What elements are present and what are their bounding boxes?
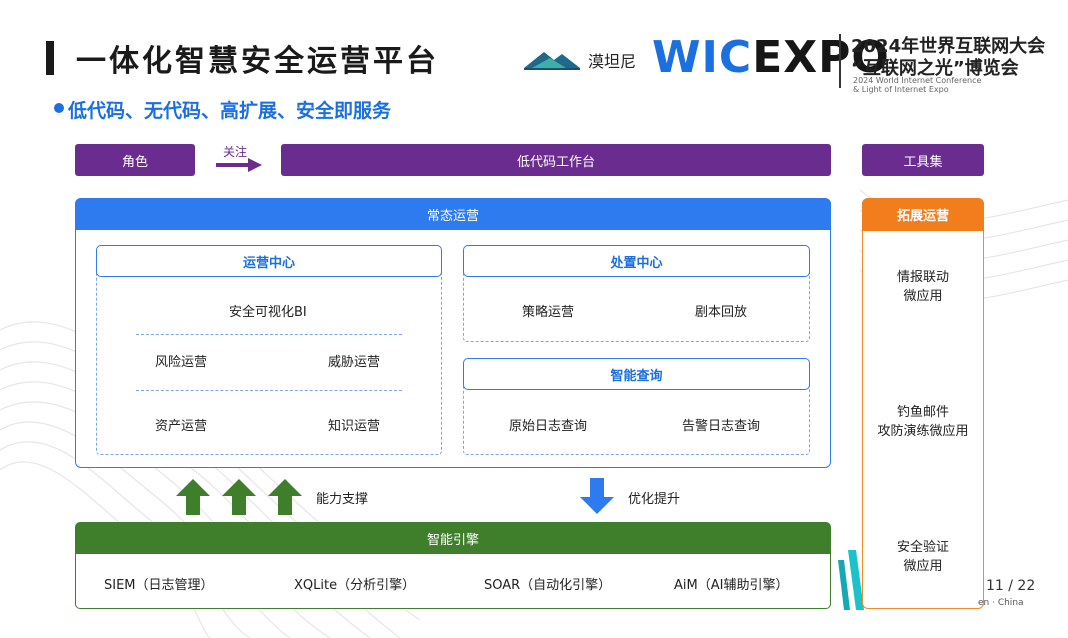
phishing-drill-item: 钓鱼邮件 攻防演练微应用 [862, 403, 984, 441]
ops-center-box [96, 262, 442, 455]
extended-ops-header: 拓展运营 [862, 198, 984, 231]
engine-item-siem: SIEM（日志管理） [104, 578, 214, 593]
routine-ops-header: 常态运营 [75, 198, 831, 230]
playbook-replay-label: 剧本回放 [695, 305, 748, 320]
arrow-up-icon [176, 479, 210, 515]
header-divider [839, 34, 841, 88]
page-number: 11 / 22 [986, 578, 1036, 594]
engine-item-xqlite: XQLite（分析引擎） [294, 578, 416, 593]
role-bar: 角色 [75, 144, 195, 176]
follow-label: 关注 [223, 145, 248, 159]
conference-name-cn: 2024年世界互联网大会 [851, 36, 1046, 57]
dashed-divider [136, 390, 402, 391]
security-bi-label: 安全可视化BI [229, 305, 307, 320]
expo-logo-part: EXPO [752, 32, 890, 83]
smart-query-header: 智能查询 [463, 358, 810, 390]
expo-name-cn: “互联网之光”博览会 [851, 58, 1019, 79]
disposal-center-header: 处置中心 [463, 245, 810, 277]
capability-support-label: 能力支撑 [316, 492, 369, 507]
threat-ops-label: 威胁运营 [328, 355, 381, 370]
phishing-drill-line2: 攻防演练微应用 [877, 424, 969, 439]
intel-linkage-line1: 情报联动 [896, 270, 949, 285]
strategy-ops-label: 策略运营 [522, 305, 575, 320]
smart-engine-header: 智能引擎 [75, 522, 831, 554]
title-accent-bar [46, 41, 54, 75]
asset-ops-label: 资产运营 [155, 419, 208, 434]
page-title: 一体化智慧安全运营平台 [76, 44, 439, 79]
extended-ops-panel [862, 198, 984, 609]
expo-name-en: & Light of Internet Expo [853, 85, 949, 94]
page-subtitle: 低代码、无代码、高扩展、安全即服务 [68, 100, 392, 122]
engine-item-soar: SOAR（自动化引擎） [484, 578, 612, 593]
wic-logo-part: WIC [652, 32, 753, 83]
security-verify-item: 安全验证 微应用 [862, 538, 984, 576]
raw-log-query-label: 原始日志查询 [509, 419, 588, 434]
location-label: en · China [978, 598, 1024, 608]
knowledge-ops-label: 知识运营 [328, 419, 381, 434]
conference-name-en: 2024 World Internet Conference [853, 76, 982, 85]
toolset-bar: 工具集 [862, 144, 984, 176]
company-name: 漠坦尼 [588, 52, 637, 71]
teal-stripe-decoration [838, 550, 864, 610]
arrow-down-icon [580, 478, 614, 514]
engine-item-aim: AiM（AI辅助引擎） [674, 578, 789, 593]
routine-ops-panel [75, 198, 831, 468]
phishing-drill-line1: 钓鱼邮件 [896, 405, 949, 420]
bullet-dot-icon [54, 103, 64, 113]
intel-linkage-line2: 微应用 [903, 289, 943, 304]
dashed-divider [136, 334, 402, 335]
smart-engine-body [75, 554, 831, 609]
arrow-up-icon [268, 479, 302, 515]
intel-linkage-item: 情报联动 微应用 [862, 268, 984, 306]
alert-log-query-label: 告警日志查询 [682, 419, 761, 434]
wic-expo-logo: WICEXPO [652, 32, 890, 83]
security-verify-line2: 微应用 [903, 559, 943, 574]
optimize-improve-label: 优化提升 [628, 492, 681, 507]
arrow-up-icon [222, 479, 256, 515]
mountain-logo-icon [524, 52, 580, 70]
ops-center-header: 运营中心 [96, 245, 442, 277]
security-verify-line1: 安全验证 [896, 540, 949, 555]
arrow-right-icon [216, 158, 262, 172]
lowcode-workbench-bar: 低代码工作台 [281, 144, 831, 176]
risk-ops-label: 风险运营 [155, 355, 208, 370]
